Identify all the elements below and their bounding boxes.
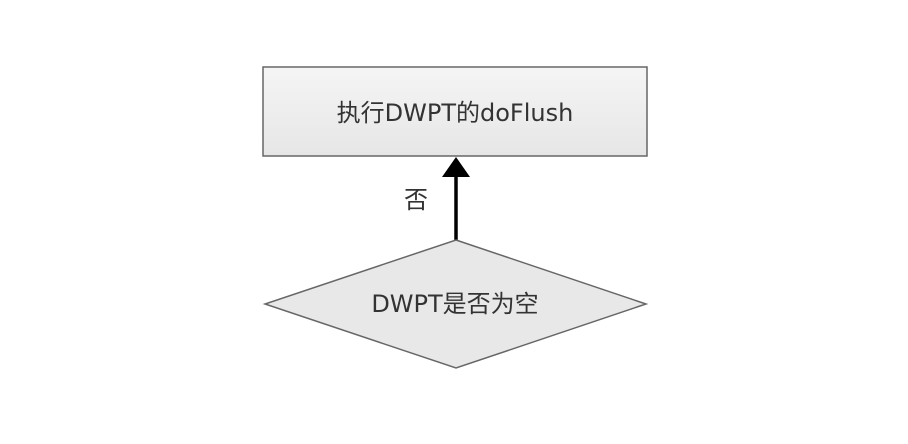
- edge-decision-to-process[interactable]: 否: [404, 157, 470, 240]
- edge-label: 否: [404, 186, 428, 214]
- arrowhead-up-icon: [442, 157, 470, 177]
- decision-node-label: DWPT是否为空: [371, 290, 538, 318]
- decision-node-diamond: [262, 239, 649, 369]
- decision-node[interactable]: DWPT是否为空: [262, 239, 649, 369]
- process-node-box: [262, 66, 648, 157]
- process-node[interactable]: 执行DWPT的doFlush: [262, 66, 648, 157]
- process-node-label: 执行DWPT的doFlush: [337, 99, 574, 127]
